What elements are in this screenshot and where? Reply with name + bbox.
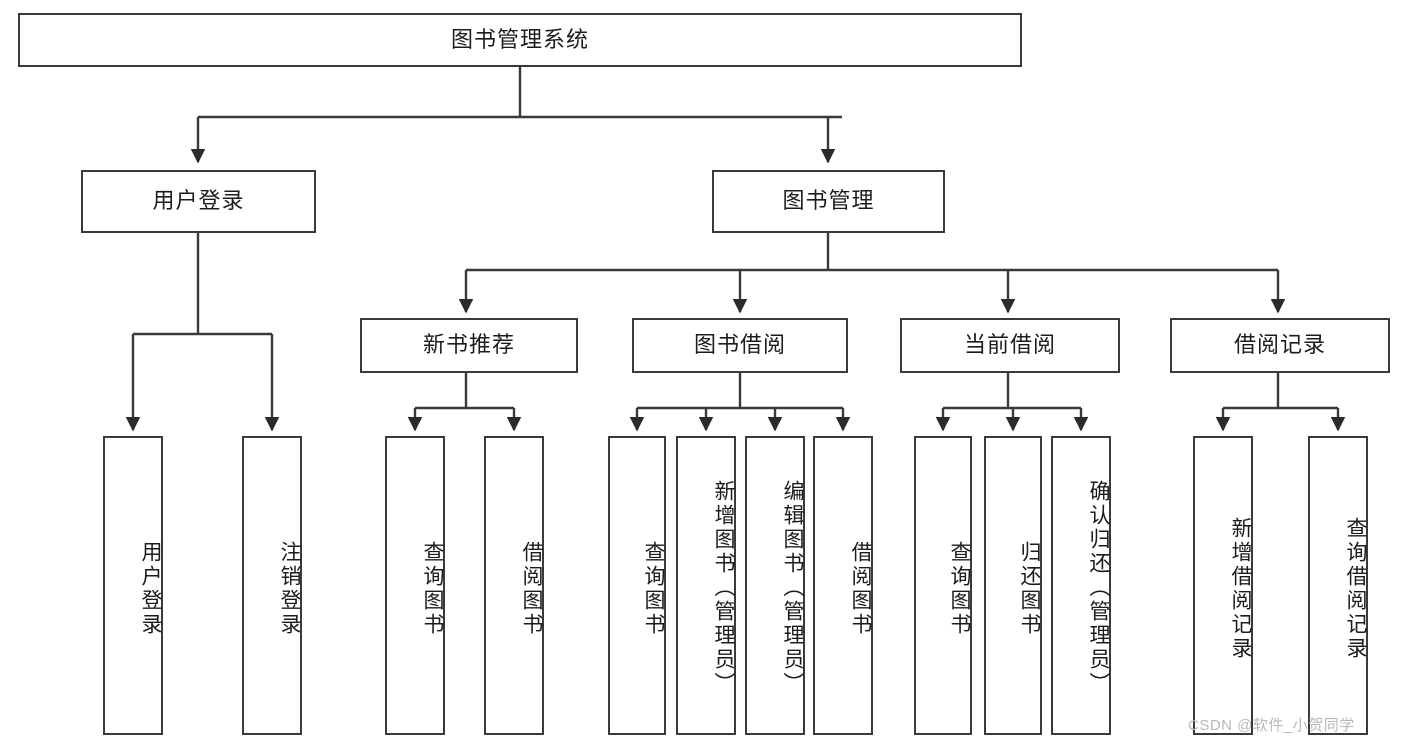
link-userlogin-to-leaves (125, 233, 280, 432)
node-leaf-add-record-label: 新增借阅记录 (1229, 516, 1252, 661)
node-leaf-query-book-3-label: 查询图书 (948, 540, 971, 637)
node-borrow-record[interactable]: 借阅记录 (1170, 318, 1390, 373)
node-root-label: 图书管理系统 (450, 26, 589, 52)
node-book-borrow-label: 图书借阅 (693, 332, 786, 358)
link-bookborrow-to-leaves (629, 373, 851, 432)
node-leaf-return-book-label: 归还图书 (1018, 540, 1041, 637)
node-leaf-query-book-3[interactable]: 查询图书 (914, 436, 972, 735)
node-leaf-return-book[interactable]: 归还图书 (984, 436, 1042, 735)
node-leaf-borrow-book-1-label: 借阅图书 (520, 540, 543, 637)
link-newbookrec-to-leaves (407, 373, 522, 432)
node-leaf-add-book-label: 新增图书（管理员） (712, 479, 735, 696)
node-leaf-query-book-2[interactable]: 查询图书 (608, 436, 666, 735)
node-book-borrow[interactable]: 图书借阅 (632, 318, 848, 373)
node-book-manage-label: 图书管理 (782, 188, 875, 214)
node-leaf-borrow-book-2[interactable]: 借阅图书 (813, 436, 873, 735)
node-new-book-rec-label: 新书推荐 (422, 332, 515, 358)
link-bookmanage-to-level3 (458, 233, 1286, 314)
node-borrow-record-label: 借阅记录 (1233, 332, 1326, 358)
node-root[interactable]: 图书管理系统 (18, 13, 1022, 67)
node-leaf-edit-book-label: 编辑图书（管理员） (781, 479, 804, 696)
node-leaf-query-book-1-label: 查询图书 (421, 540, 444, 637)
node-leaf-query-book-1[interactable]: 查询图书 (385, 436, 445, 735)
node-leaf-add-book[interactable]: 新增图书（管理员） (676, 436, 736, 735)
node-current-borrow-label: 当前借阅 (963, 332, 1056, 358)
node-leaf-query-record[interactable]: 查询借阅记录 (1308, 436, 1368, 735)
node-user-login-label: 用户登录 (152, 188, 245, 214)
node-leaf-borrow-book-1[interactable]: 借阅图书 (484, 436, 544, 735)
node-leaf-logout[interactable]: 注销登录 (242, 436, 302, 735)
node-leaf-user-login[interactable]: 用户登录 (103, 436, 163, 735)
watermark: CSDN @软件_小贺同学 (1188, 717, 1355, 734)
node-leaf-query-book-2-label: 查询图书 (642, 540, 665, 637)
node-leaf-query-record-label: 查询借阅记录 (1344, 516, 1367, 661)
node-user-login[interactable]: 用户登录 (81, 170, 316, 233)
node-leaf-edit-book[interactable]: 编辑图书（管理员） (745, 436, 805, 735)
node-leaf-user-login-label: 用户登录 (139, 540, 162, 637)
node-leaf-borrow-book-2-label: 借阅图书 (849, 540, 872, 637)
link-currentborrow-to-leaves (935, 373, 1089, 432)
node-book-manage[interactable]: 图书管理 (712, 170, 945, 233)
node-leaf-confirm-return[interactable]: 确认归还（管理员） (1051, 436, 1111, 735)
node-new-book-rec[interactable]: 新书推荐 (360, 318, 578, 373)
node-leaf-add-record[interactable]: 新增借阅记录 (1193, 436, 1253, 735)
link-root-to-level2 (190, 67, 842, 164)
node-leaf-logout-label: 注销登录 (278, 540, 301, 637)
link-borrowrecord-to-leaves (1215, 373, 1346, 432)
node-leaf-confirm-return-label: 确认归还（管理员） (1087, 479, 1110, 696)
node-current-borrow[interactable]: 当前借阅 (900, 318, 1120, 373)
